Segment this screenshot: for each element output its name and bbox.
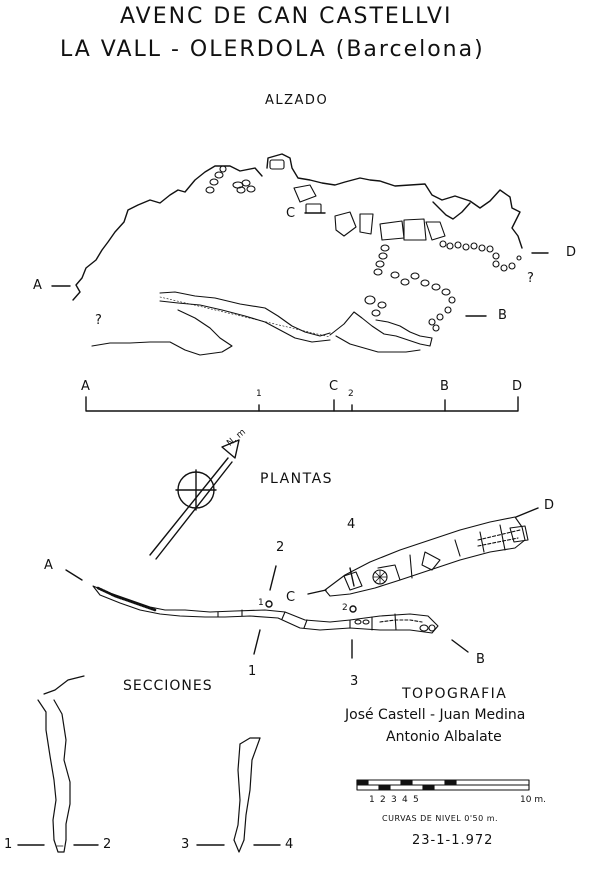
contour-interval-note: CURVAS DE NIVEL 0'50 m. xyxy=(382,814,499,823)
credits-heading: TOPOGRAFIA xyxy=(402,686,508,702)
scale-tick-1: 1 xyxy=(369,795,375,805)
plan-markers xyxy=(265,600,357,613)
plan-label-d: D xyxy=(544,498,555,513)
elevation-label-b: B xyxy=(498,308,507,323)
credits-authors-line1: José Castell - Juan Medina xyxy=(345,707,526,723)
survey-date: 23-1-1.972 xyxy=(412,833,494,848)
section-title-secciones: SECCIONES xyxy=(123,678,213,694)
plan-main-passage xyxy=(92,585,439,634)
section-label-1: 1 xyxy=(4,837,13,852)
elevation-rocks xyxy=(205,159,522,332)
section-title-alzado: ALZADO xyxy=(265,93,329,108)
section-label-3: 3 xyxy=(181,837,190,852)
scale-end-label: 10 m. xyxy=(520,795,546,805)
scale-tick-5: 5 xyxy=(413,795,419,805)
plan-section-lines xyxy=(65,507,539,659)
plan-upper-branch xyxy=(324,516,529,597)
profile-axis-label-d: D xyxy=(512,379,523,394)
elevation-label-question-2: ? xyxy=(527,271,534,286)
scale-tick-3: 3 xyxy=(391,795,397,805)
plan-label-section-2: 2 xyxy=(276,540,285,555)
elevation-lower-gallery xyxy=(91,291,433,356)
elevation-label-d: D xyxy=(566,245,577,260)
scale-bar xyxy=(356,779,530,791)
plan-label-section-4: 4 xyxy=(347,517,356,532)
title-line-2: LA VALL - OLERDOLA (Barcelona) xyxy=(60,37,485,62)
elevation-cave-outline xyxy=(72,153,523,301)
section-title-plantas: PLANTAS xyxy=(260,471,334,487)
plan-label-section-1: 1 xyxy=(248,664,257,679)
plan-marker-label-2: 2 xyxy=(342,603,348,613)
section-1-2 xyxy=(37,675,85,853)
elevation-label-c: C xyxy=(286,206,296,221)
scale-tick-2: 2 xyxy=(380,795,386,805)
credits-authors-line2: Antonio Albalate xyxy=(386,729,502,745)
elevation-label-question-1: ? xyxy=(95,313,102,328)
plan-marker-label-1: 1 xyxy=(258,598,264,608)
section-label-2: 2 xyxy=(103,837,112,852)
elevation-label-a: A xyxy=(33,278,42,293)
north-arrow xyxy=(149,439,240,560)
section-label-4: 4 xyxy=(285,837,294,852)
scale-tick-4: 4 xyxy=(402,795,408,805)
plan-label-b: B xyxy=(476,652,485,667)
profile-axis-label-a: A xyxy=(81,379,90,394)
plan-label-c: C xyxy=(286,590,296,605)
title-line-1: AVENC DE CAN CASTELLVI xyxy=(120,4,453,29)
profile-axis xyxy=(85,396,519,412)
profile-axis-label-2: 2 xyxy=(348,389,354,399)
profile-axis-label-b: B xyxy=(440,379,449,394)
section-3-4 xyxy=(233,737,261,853)
profile-axis-label-1: 1 xyxy=(256,389,262,399)
plan-label-a: A xyxy=(44,558,53,573)
profile-axis-label-c: C xyxy=(329,379,339,394)
plan-label-section-3: 3 xyxy=(350,674,359,689)
